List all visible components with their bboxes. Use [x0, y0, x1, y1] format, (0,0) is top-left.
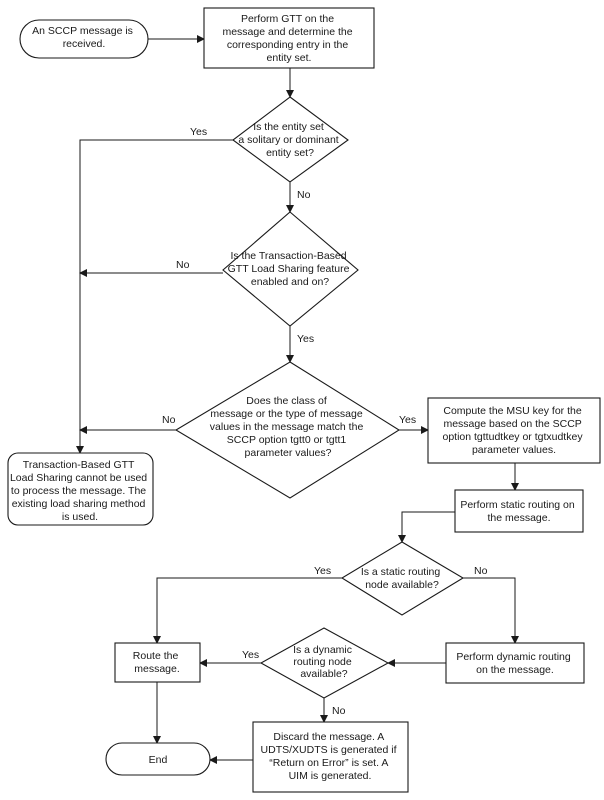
- dynamic-decision-line: available?: [300, 668, 347, 680]
- class-line: values in the message match the: [210, 421, 364, 433]
- label-dynamic-yes: Yes: [242, 649, 259, 661]
- svg-text:Does the class of mess: Does the class of message or the type of…: [210, 395, 366, 459]
- label-static-no: No: [474, 565, 488, 577]
- nodes: An SCCP message is received. Perform GTT…: [7, 7, 601, 793]
- route-message-line: Route the: [133, 650, 179, 662]
- compute-msu-process: Compute the MSU key for the message base…: [427, 397, 601, 464]
- svg-text:End: End: [149, 754, 168, 766]
- svg-text:Is the entity set a so: Is the entity set a solitary or dominant…: [238, 121, 341, 159]
- class-line: Does the class of: [246, 395, 327, 407]
- feature-line: enabled and on?: [251, 276, 329, 288]
- static-routing-process: Perform static routing on the message.: [454, 489, 584, 533]
- svg-text:Transaction-Based GTT: Transaction-Based GTT Load Sharing canno…: [10, 459, 150, 523]
- svg-text:Is the Transaction-Based: Is the Transaction-Based GTT Load Sharin…: [228, 250, 353, 288]
- label-class-yes: Yes: [399, 414, 416, 426]
- dynamic-decision-line: routing node: [293, 656, 352, 668]
- edge-static-to-decision: [398, 511, 455, 543]
- start-line: received.: [63, 38, 106, 50]
- compute-msu-line: message based on the SCCP: [443, 418, 581, 430]
- cannot-use-line: existing load sharing method: [12, 498, 146, 510]
- svg-text:Is a static routing no: Is a static routing node available?: [361, 566, 443, 591]
- discard-line: UDTS/XUDTS is generated if: [261, 744, 397, 756]
- cannot-use-line: Transaction-Based GTT: [23, 459, 135, 471]
- solitary-line: a solitary or dominant: [238, 134, 338, 146]
- static-routing-line: the message.: [487, 512, 550, 524]
- solitary-entity-decision: Is the entity set a solitary or dominant…: [232, 96, 349, 183]
- perform-gtt-line: corresponding entry in the: [227, 39, 349, 51]
- svg-text:Perform GTT on the mes: Perform GTT on the message and determine…: [222, 13, 355, 64]
- discard-line: “Return on Error” is set. A: [269, 757, 388, 769]
- compute-msu-line: Compute the MSU key for the: [443, 405, 581, 417]
- discard-line: UIM is generated.: [289, 770, 372, 782]
- dynamic-decision-line: Is a dynamic: [293, 644, 352, 656]
- perform-gtt-line: message and determine the: [222, 26, 352, 38]
- discard-line: Discard the message. A: [273, 731, 384, 743]
- static-routing-line: Perform static routing on: [460, 499, 575, 511]
- compute-msu-line: option tgttudtkey or tgtxudtkey: [442, 431, 583, 443]
- static-decision-line: node available?: [365, 579, 439, 591]
- label-dynamic-no: No: [332, 705, 346, 717]
- cannot-use-line: is used.: [62, 511, 98, 523]
- feature-enabled-decision: Is the Transaction-Based GTT Load Sharin…: [222, 211, 359, 327]
- end-line: End: [149, 754, 168, 766]
- edge-labels: Yes No No Yes No Yes Yes No Yes No: [162, 126, 488, 717]
- edges: [76, 35, 519, 764]
- class-line: parameter values?: [245, 447, 332, 459]
- cannot-use-line: Load Sharing cannot be used: [10, 472, 147, 484]
- compute-msu-line: parameter values.: [472, 444, 556, 456]
- cannot-use-line: to process the message. The: [11, 485, 146, 497]
- perform-gtt-process: Perform GTT on the message and determine…: [203, 7, 375, 69]
- svg-text:Discard the message. A: Discard the message. A UDTS/XUDTS is gen…: [261, 731, 400, 782]
- dynamic-node-decision: Is a dynamic routing node available?: [259, 627, 390, 699]
- start-line: An SCCP message is: [32, 25, 133, 37]
- label-feature-yes: Yes: [297, 333, 314, 345]
- edge-static-yes: [153, 577, 342, 644]
- label-feature-no: No: [176, 259, 190, 271]
- label-solitary-yes: Yes: [190, 126, 207, 138]
- label-static-yes: Yes: [314, 565, 331, 577]
- edge-static-no: [463, 577, 519, 644]
- route-message-process: Route the message.: [114, 642, 201, 683]
- class-line: SCCP option tgtt0 or tgtt1: [227, 434, 347, 446]
- dynamic-routing-line: Perform dynamic routing: [456, 651, 571, 663]
- edge-solitary-yes: [76, 139, 233, 454]
- start-terminal: An SCCP message is received.: [19, 19, 149, 59]
- svg-text:Perform static routing on: Perform static routing on the message.: [460, 499, 577, 524]
- svg-text:An SCCP message is rec: An SCCP message is received.: [32, 25, 136, 50]
- static-decision-line: Is a static routing: [361, 566, 441, 578]
- perform-gtt-line: entity set.: [267, 52, 312, 64]
- discard-process: Discard the message. A UDTS/XUDTS is gen…: [252, 721, 409, 793]
- feature-line: GTT Load Sharing feature: [228, 263, 350, 275]
- solitary-line: Is the entity set: [253, 121, 324, 133]
- route-message-line: message.: [134, 663, 180, 675]
- svg-text:Is a dynamic routing n: Is a dynamic routing node available?: [293, 644, 355, 680]
- end-terminal: End: [105, 742, 211, 776]
- solitary-line: entity set?: [266, 147, 314, 159]
- svg-text:Perform dynamic routing: Perform dynamic routing on the message.: [456, 651, 573, 676]
- perform-gtt-line: Perform GTT on the: [241, 13, 334, 25]
- cannot-use-process: Transaction-Based GTT Load Sharing canno…: [7, 452, 154, 526]
- dynamic-routing-line: on the message.: [476, 664, 554, 676]
- svg-text:Compute the MSU key for the: Compute the MSU key for the message base…: [442, 405, 585, 456]
- static-node-decision: Is a static routing node available?: [340, 541, 465, 616]
- label-solitary-no: No: [297, 189, 311, 201]
- dynamic-routing-process: Perform dynamic routing on the message.: [445, 642, 585, 684]
- svg-text:Route the message.: Route the message.: [133, 650, 181, 675]
- class-line: message or the type of message: [210, 408, 362, 420]
- message-class-decision: Does the class of message or the type of…: [174, 361, 401, 499]
- label-class-no: No: [162, 414, 176, 426]
- feature-line: Is the Transaction-Based: [230, 250, 346, 262]
